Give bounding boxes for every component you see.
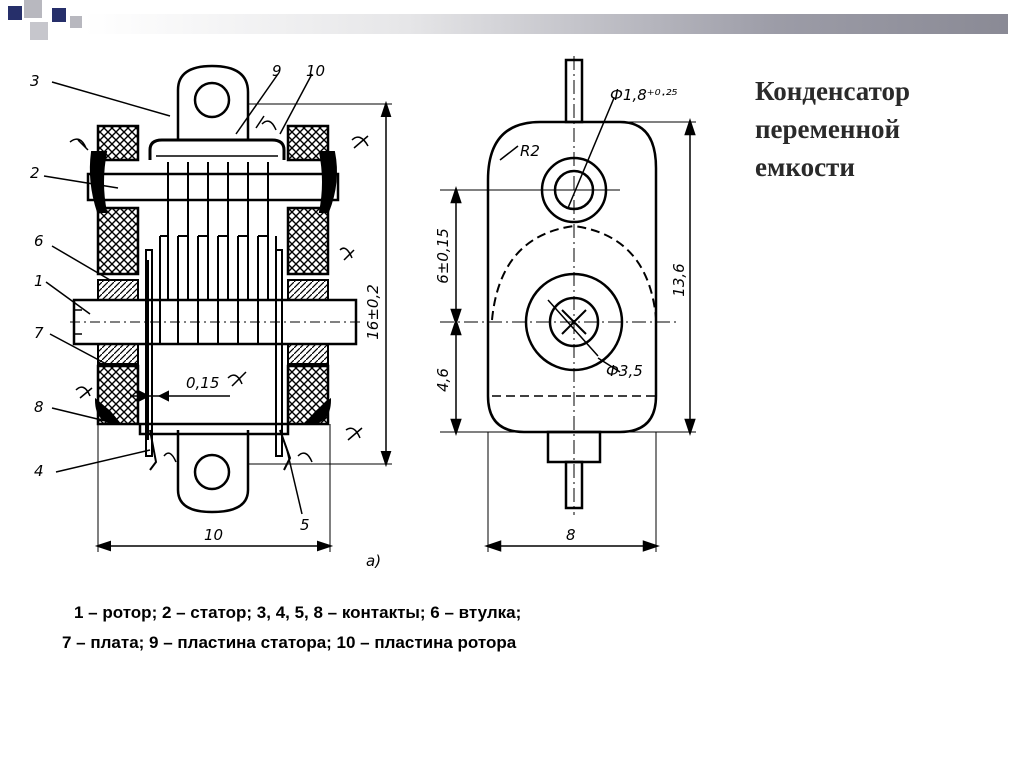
callout-4: 4 — [34, 462, 44, 480]
callout-7: 7 — [34, 324, 44, 342]
callout-6: 6 — [34, 232, 44, 250]
slide-title: Конденсатор переменной емкости — [755, 72, 1015, 186]
title-line: емкости — [755, 152, 855, 182]
dim-hole-top: Ф1,8⁺⁰·²⁵ — [610, 86, 678, 104]
drawing-b-front-view — [440, 56, 696, 552]
decor-square — [70, 16, 82, 28]
decor-square — [52, 8, 66, 22]
callout-8: 8 — [34, 398, 44, 416]
view-label-a: а) — [366, 552, 381, 570]
callout-10: 10 — [306, 62, 325, 80]
caption-line: 7 – плата; 9 – пластина статора; 10 – пл… — [62, 633, 517, 652]
dim-offset: 6±0,15 — [434, 228, 452, 284]
callout-3: 3 — [30, 72, 40, 90]
caption-line: 1 – ротор; 2 – статор; 3, 4, 5, 8 – конт… — [74, 603, 522, 622]
dim-lower: 4,6 — [434, 368, 452, 392]
drawing-a-sectional-view — [43, 64, 392, 552]
callout-1: 1 — [34, 272, 44, 290]
dim-width-a: 10 — [204, 526, 223, 544]
dim-height-b: 13,6 — [670, 263, 688, 296]
header-gradient-band — [84, 14, 1008, 34]
decor-square — [24, 0, 42, 18]
dim-width-b: 8 — [566, 526, 576, 544]
decor-square — [8, 6, 22, 20]
dim-gap: 0,15 — [186, 374, 219, 392]
drawing-a-labels: 3 2 6 1 7 8 4 9 10 5 16±0,2 0,15 10 а) — [30, 62, 382, 570]
callout-2: 2 — [30, 164, 40, 182]
title-line: переменной — [755, 114, 901, 144]
callout-9: 9 — [272, 62, 282, 80]
figure-caption: 1 – ротор; 2 – статор; 3, 4, 5, 8 – конт… — [62, 598, 762, 658]
dim-hole-center: Ф3,5 — [606, 362, 643, 380]
decor-square — [30, 22, 48, 40]
dim-radius: R2 — [520, 142, 540, 160]
drawing-b-labels: Ф1,8⁺⁰·²⁵ R2 6±0,15 4,6 13,6 Ф3,5 8 — [434, 86, 688, 544]
slide-header-decoration — [0, 0, 1024, 48]
dim-height-a: 16±0,2 — [364, 284, 382, 340]
title-line: Конденсатор — [755, 76, 911, 106]
callout-5: 5 — [300, 516, 310, 534]
